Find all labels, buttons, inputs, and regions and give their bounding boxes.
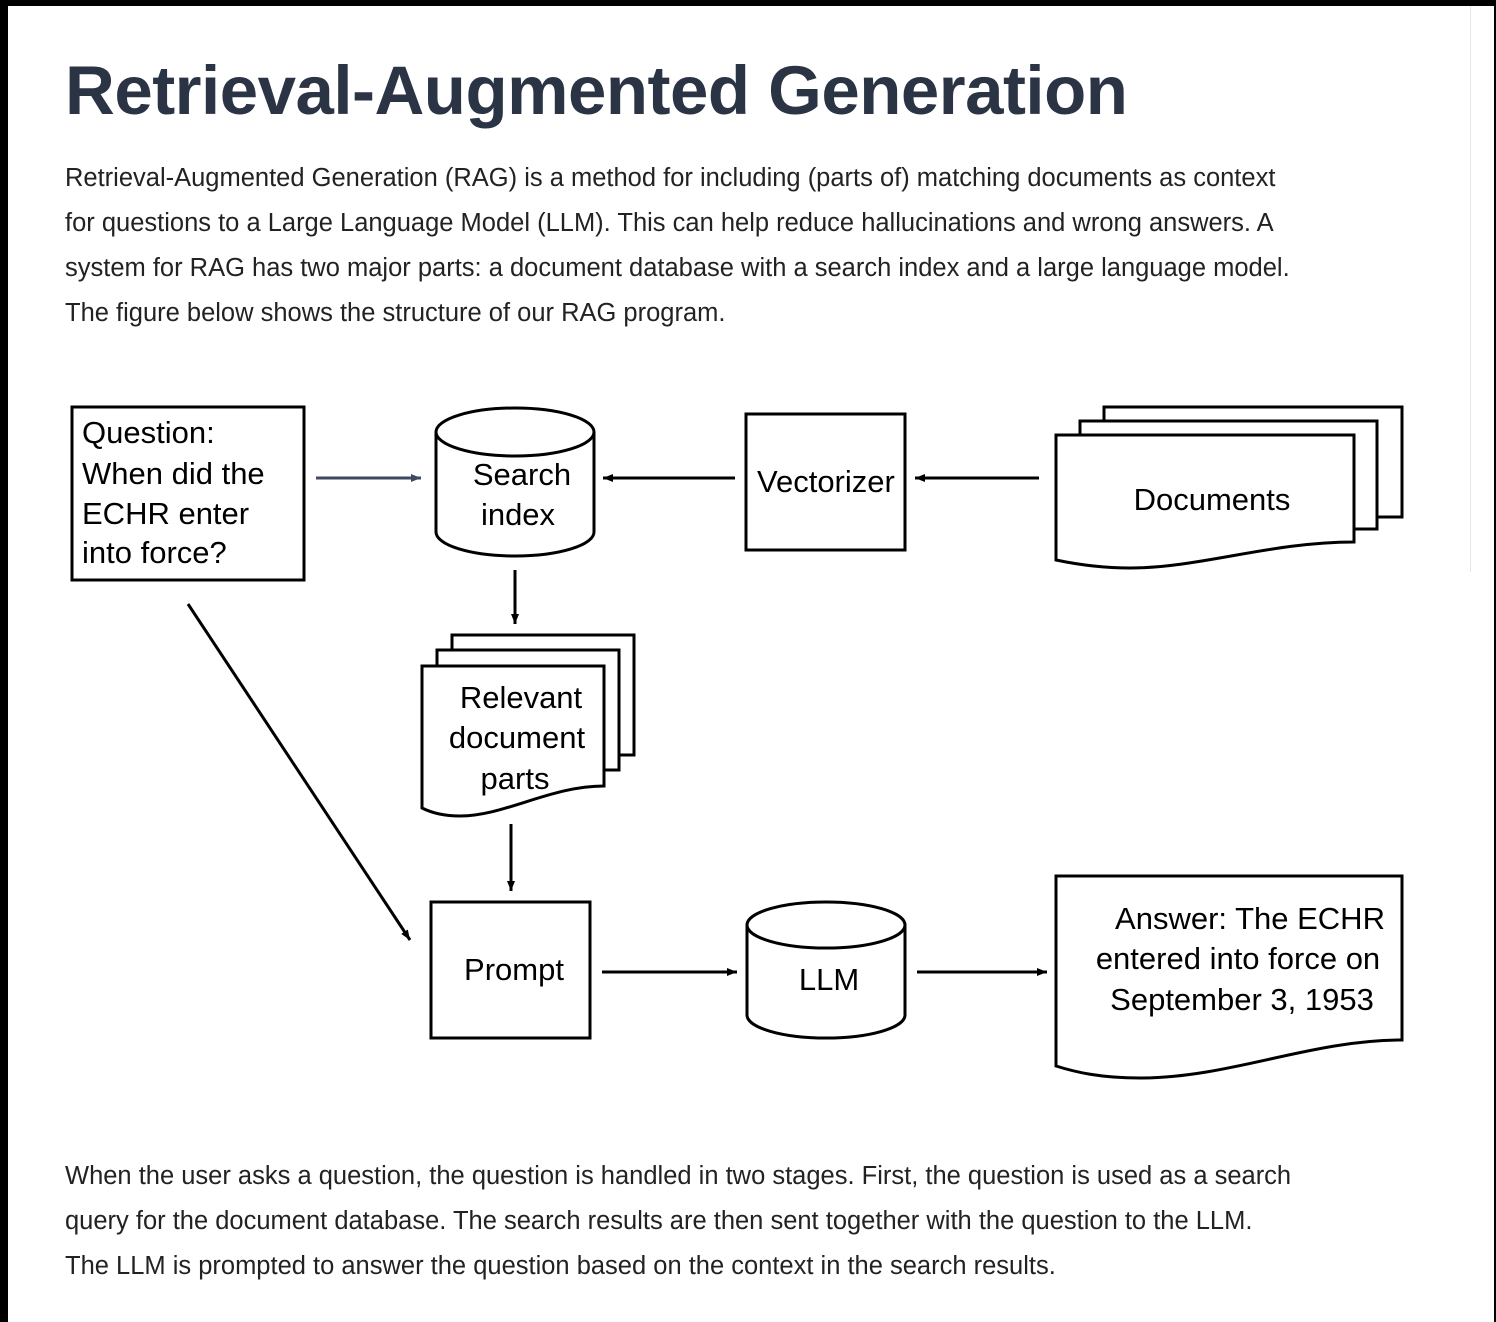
llm-label: LLM xyxy=(799,962,859,997)
documents-label: Documents xyxy=(1134,482,1291,517)
explanation-line: The LLM is prompted to answer the questi… xyxy=(65,1252,1056,1280)
explanation-line: When the user asks a question, the quest… xyxy=(65,1162,1292,1190)
prompt-box: Prompt xyxy=(429,900,592,1040)
answer-line: Answer: The ECHR xyxy=(1115,901,1385,936)
vectorizer-label: Vectorizer xyxy=(757,464,895,499)
question-box: Question: When did the ECHR enter into f… xyxy=(70,405,306,582)
intro-line: The figure below shows the structure of … xyxy=(65,299,726,327)
llm-cylinder: LLM xyxy=(745,900,907,1040)
intro-line: system for RAG has two major parts: a do… xyxy=(65,254,1290,282)
relevant-parts-label: Relevant xyxy=(460,680,583,715)
search-index-label: index xyxy=(481,497,556,532)
documents-stack: Documents xyxy=(1054,405,1404,570)
answer-line: entered into force on xyxy=(1096,941,1380,976)
explanation-line: query for the document database. The sea… xyxy=(65,1207,1253,1235)
intro-line: for questions to a Large Language Model … xyxy=(65,209,1274,237)
question-line: When did the xyxy=(82,456,265,491)
question-line: into force? xyxy=(82,535,227,570)
search-index-cylinder: Search index xyxy=(434,406,596,558)
scroll-edge-divider xyxy=(1470,6,1471,572)
prompt-label: Prompt xyxy=(464,952,564,987)
arrow-question-to-prompt xyxy=(186,603,412,941)
question-line: Question: xyxy=(82,415,215,450)
intro-paragraph: Retrieval-Augmented Generation (RAG) is … xyxy=(65,156,1290,336)
question-line: ECHR enter xyxy=(82,496,249,531)
page-title: Retrieval-Augmented Generation xyxy=(65,52,1128,129)
explanation-paragraph: When the user asks a question, the quest… xyxy=(65,1154,1291,1289)
answer-document: Answer: The ECHR entered into force on S… xyxy=(1054,874,1404,1080)
vectorizer-box: Vectorizer xyxy=(744,412,907,552)
relevant-parts-label: document xyxy=(449,720,586,755)
rag-structure-diagram: Question: When did the ECHR enter into f… xyxy=(70,405,1404,1080)
article-page: Retrieval-Augmented Generation Retrieval… xyxy=(8,6,1494,1322)
intro-line: Retrieval-Augmented Generation (RAG) is … xyxy=(65,164,1276,192)
relevant-parts-label: parts xyxy=(481,761,550,796)
relevant-parts-stack: Relevant document parts xyxy=(420,633,636,818)
search-index-label: Search xyxy=(473,457,571,492)
answer-line: September 3, 1953 xyxy=(1110,982,1374,1017)
